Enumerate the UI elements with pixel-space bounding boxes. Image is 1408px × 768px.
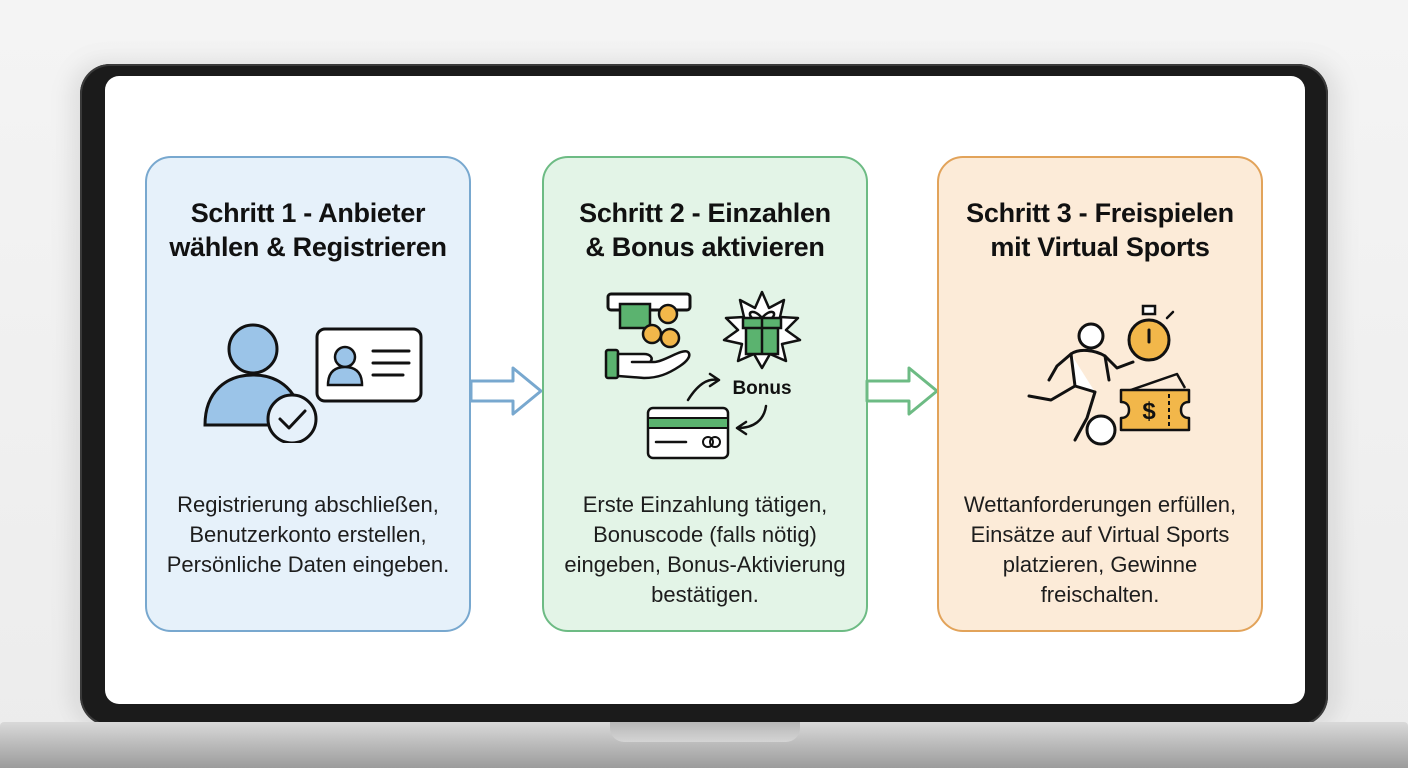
step-2-title-line-2: & Bonus aktivieren [585,232,825,262]
step-3-description-line-4: freischalten. [1040,582,1160,607]
laptop-notch [610,722,800,742]
step-card-3: Schritt 3 - Freispielen mit Virtual Spor… [937,156,1263,632]
user-id-card-icon [203,323,423,443]
step-3-description-line-2: Einsätze auf Virtual Sports [970,522,1230,547]
step-1-description-line-2: Benutzerkonto erstellen, [189,522,427,547]
step-2-title-line-1: Schritt 2 - Einzahlen [579,198,831,228]
step-2-description-line-3: eingeben, Bonus-Aktivierung [564,552,846,577]
arrow-right-blue-icon [469,366,543,416]
step-1-description-line-3: Persönliche Daten eingeben. [166,552,450,577]
virtual-sports-icon: $ [1027,304,1191,446]
step-1-description-line-1: Registrierung abschließen, [177,492,439,517]
step-card-2: Schritt 2 - Einzahlen & Bonus aktivieren… [542,156,868,632]
step-3-description: Wettanforderungen erfüllen, Einsätze auf… [945,490,1255,610]
step-card-1: Schritt 1 - Anbieter wählen & Registrier… [145,156,471,632]
step-1-description: Registrierung abschließen, Benutzerkonto… [153,490,463,580]
step-3-title-line-1: Schritt 3 - Freispielen [966,198,1234,228]
deposit-bonus-icon: Bonus [604,290,802,460]
step-2-title: Schritt 2 - Einzahlen & Bonus aktivieren [554,196,856,264]
laptop-screen: Schritt 1 - Anbieter wählen & Registrier… [105,76,1305,704]
step-2-description-line-1: Erste Einzahlung tätigen, [582,492,828,517]
arrow-right-green-icon [865,366,939,416]
step-3-description-line-1: Wettanforderungen erfüllen, [963,492,1237,517]
step-3-description-line-3: platzieren, Gewinne [1002,552,1198,577]
step-3-title-line-2: mit Virtual Sports [990,232,1210,262]
step-2-description-line-4: bestätigen. [651,582,759,607]
step-1-title-line-2: wählen & Registrieren [169,232,447,262]
svg-text:$: $ [1142,398,1156,425]
step-2-description-line-2: Bonuscode (falls nötig) [593,522,817,547]
step-1-title: Schritt 1 - Anbieter wählen & Registrier… [157,196,459,264]
bonus-label: Bonus [732,378,791,399]
step-2-description: Erste Einzahlung tätigen, Bonuscode (fal… [550,490,860,610]
step-1-title-line-1: Schritt 1 - Anbieter [190,198,426,228]
step-3-title: Schritt 3 - Freispielen mit Virtual Spor… [949,196,1251,264]
